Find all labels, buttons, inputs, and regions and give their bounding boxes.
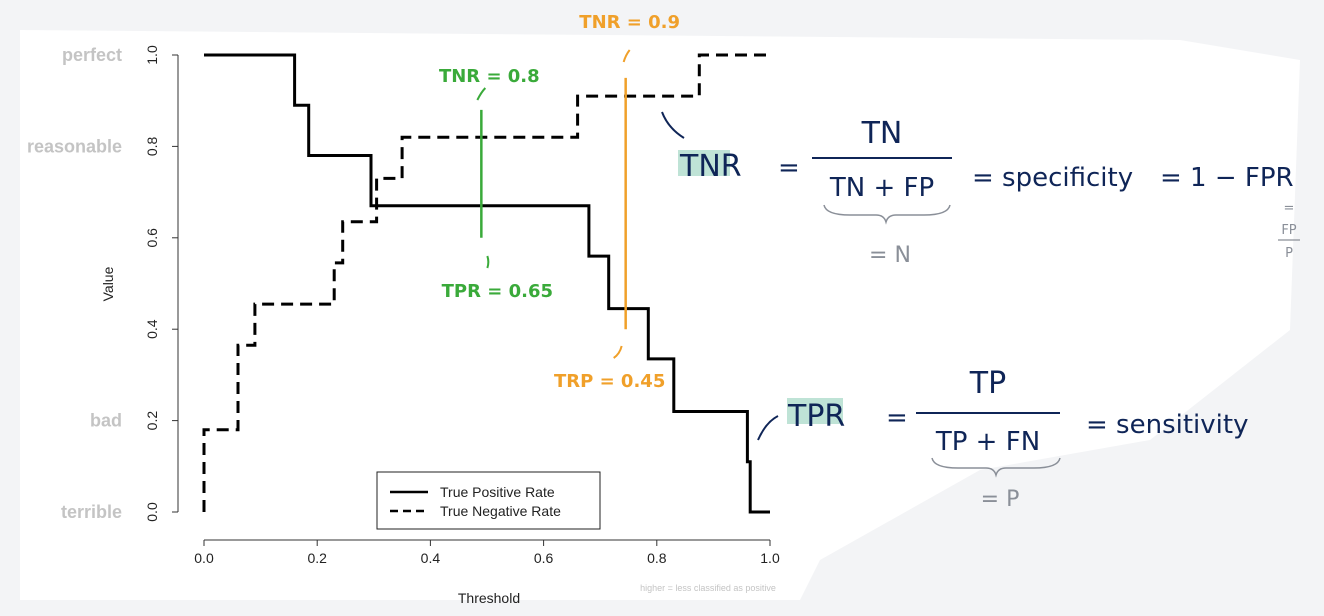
x-axis-label: Threshold	[458, 590, 520, 606]
annotation-top-label: TNR = 0.9	[579, 12, 680, 33]
tpr-brace	[931, 457, 1061, 478]
fpr-eq: =	[1284, 201, 1295, 216]
tnr-formula: TNR = TN TN + FP = N = specificity = 1 −…	[678, 116, 1300, 268]
y-tick-label: 1.0	[144, 45, 160, 65]
paper-background	[20, 30, 1300, 600]
y-tick-label: 0.6	[144, 228, 160, 248]
quality-labels: perfect reasonable bad terrible	[27, 45, 122, 522]
tnr-numerator: TN	[861, 116, 903, 151]
roc-threshold-chart: 0.0 0.2 0.4 0.6 0.8 1.0 0.0 0.2 0.4 0.6 0.8 1.0 per…	[27, 12, 780, 566]
tpr-under: = P	[981, 487, 1020, 512]
tnr-tail-fpr: = 1 − FPR	[1160, 163, 1294, 193]
tnr-brace	[823, 204, 951, 225]
tnr-formula-lhs: TNR	[679, 149, 742, 184]
x-tick-label: 1.0	[760, 550, 780, 566]
x-tick-label: 0.6	[534, 550, 554, 566]
y-tick-label: 0.2	[144, 411, 160, 431]
y-tick-label: 0.8	[144, 136, 160, 156]
series-line-tnr	[202, 53, 770, 512]
legend-entry-tpr: True Positive Rate	[440, 484, 555, 500]
annotation-tick-mark	[476, 87, 487, 101]
quality-label: reasonable	[27, 136, 122, 156]
tpr-pointer-stroke	[757, 415, 779, 441]
axis-note: higher = less classified as positive	[640, 583, 776, 593]
tpr-denominator: TP + FN	[935, 427, 1040, 457]
y-tick-label: 0.0	[144, 502, 160, 522]
annotation-top-label: TNR = 0.8	[439, 66, 540, 87]
series-line-tpr	[204, 53, 770, 514]
quality-label: terrible	[61, 502, 122, 522]
tnr-formula-eq: =	[778, 153, 800, 183]
y-tick-label: 0.4	[144, 319, 160, 339]
legend-box	[376, 471, 601, 530]
annotation-bottom-label: TRP = 0.45	[554, 371, 665, 392]
tnr-pointer-stroke	[661, 111, 685, 139]
annotation-tick-mark	[622, 49, 631, 63]
x-tick-label: 0.0	[194, 550, 214, 566]
tnr-denominator: TN + FP	[829, 173, 934, 203]
y-axis-label: Value	[100, 266, 116, 301]
axes: 0.0 0.2 0.4 0.6 0.8 1.0 0.0 0.2 0.4 0.6 0.8 1.0	[144, 45, 780, 566]
x-tick-label: 0.8	[647, 550, 667, 566]
tpr-formula-eq: =	[886, 403, 908, 433]
legend-entry-tnr: True Negative Rate	[440, 503, 561, 519]
quality-label: bad	[90, 411, 122, 431]
tnr-highlight	[678, 150, 730, 176]
series-layer	[202, 53, 770, 514]
tpr-tail-sensitivity: = sensitivity	[1086, 410, 1248, 440]
x-tick-label: 0.2	[307, 550, 327, 566]
legend: True Positive Rate True Negative Rate	[376, 471, 601, 530]
tpr-formula-lhs: TPR	[787, 399, 845, 434]
tpr-numerator: TP	[969, 366, 1006, 401]
annotation-tick-mark	[486, 255, 490, 269]
quality-label: perfect	[62, 45, 122, 65]
fpr-denominator: P	[1285, 246, 1293, 261]
x-tick-label: 0.4	[421, 550, 441, 566]
tnr-under: = N	[869, 243, 911, 268]
tpr-highlight	[787, 398, 843, 424]
tnr-tail-specificity: = specificity	[972, 163, 1133, 193]
tpr-formula: TPR = TP TP + FN = P = sensitivity	[757, 366, 1248, 512]
fpr-numerator: FP	[1281, 223, 1296, 238]
annotation-bottom-label: TPR = 0.65	[442, 281, 553, 302]
annotation-tick-mark	[613, 345, 623, 359]
